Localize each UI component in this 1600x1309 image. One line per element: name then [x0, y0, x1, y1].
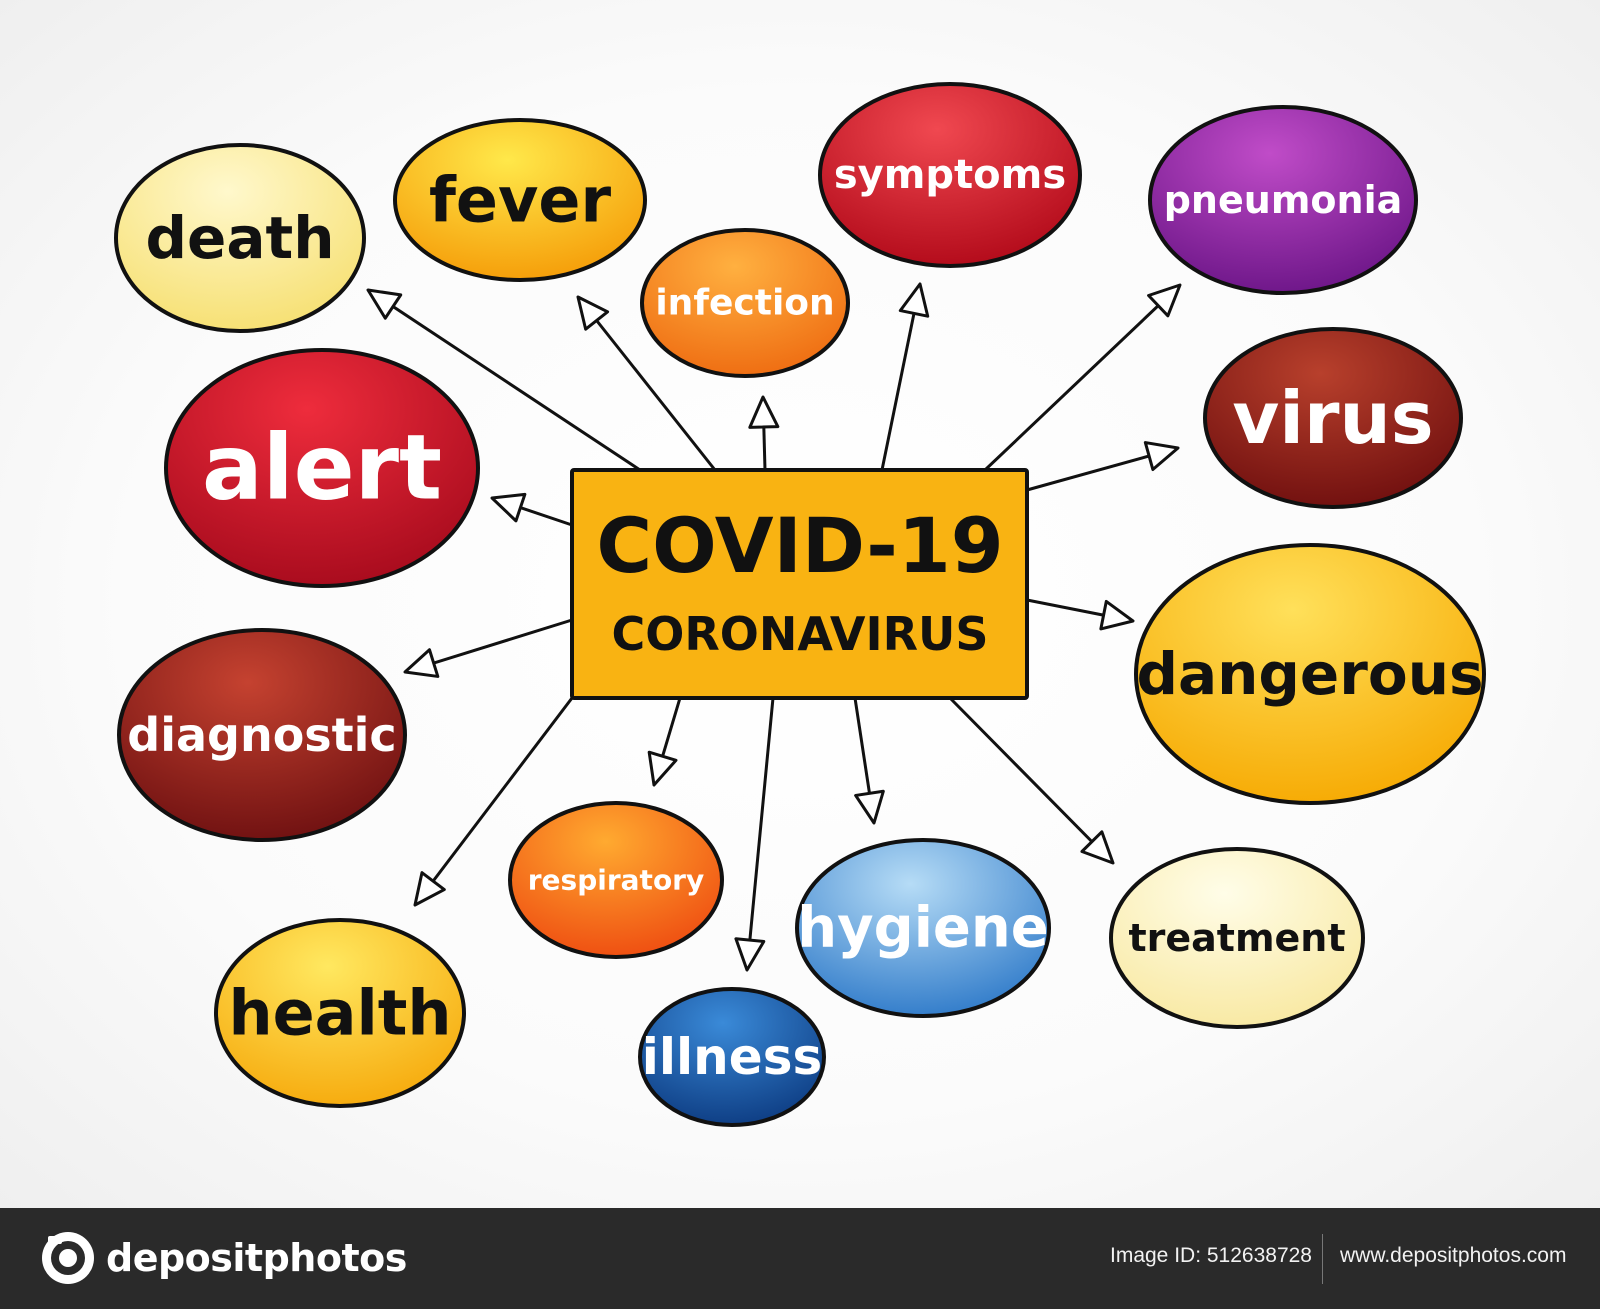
arrow-to-hygiene	[853, 697, 885, 825]
node-dangerous: dangerous	[1134, 543, 1486, 805]
arrowhead-diagnostic	[403, 648, 440, 678]
node-bubble-pneumonia	[1148, 105, 1418, 295]
mind-map-diagram: death fever symptoms pneumonia infection aler…	[114, 82, 1486, 1127]
center-title: COVID-19	[596, 501, 1003, 590]
node-bubble-respiratory	[508, 801, 724, 959]
node-bubble-diagnostic	[117, 628, 407, 842]
node-label-fever: fever	[429, 164, 611, 237]
node-bubble-infection	[640, 228, 850, 378]
node-label-health: health	[228, 977, 451, 1050]
node-hygiene: hygiene	[795, 838, 1051, 1018]
arrow-to-fever	[576, 295, 717, 471]
arrowhead-treatment	[1080, 830, 1115, 865]
arrow-to-illness	[734, 697, 775, 972]
node-bubble-death	[114, 143, 366, 333]
camera-aperture-icon	[42, 1232, 94, 1284]
node-label-death: death	[145, 204, 334, 272]
node-illness: illness	[638, 987, 826, 1127]
node-label-pneumonia: pneumonia	[1164, 178, 1403, 222]
node-bubble-dangerous	[1134, 543, 1486, 805]
node-fever: fever	[393, 118, 647, 282]
arrows-layer	[366, 282, 1182, 972]
arrow-to-respiratory	[647, 697, 682, 787]
node-health: health	[214, 918, 466, 1108]
node-label-respiratory: respiratory	[528, 864, 705, 897]
node-bubble-alert	[164, 348, 480, 588]
arrow-to-pneumonia	[983, 283, 1182, 472]
arrow-line-pneumonia	[983, 283, 1182, 472]
footer-bar: depositphotos Image ID: 512638728 www.de…	[0, 1208, 1600, 1309]
node-bubble-hygiene	[795, 838, 1051, 1018]
arrow-line-illness	[745, 697, 775, 971]
center-box	[570, 468, 1029, 700]
node-bubble-virus	[1203, 327, 1463, 509]
node-bubble-health	[214, 918, 466, 1108]
arrow-to-virus	[1026, 441, 1180, 492]
brand-logo[interactable]: depositphotos	[40, 1230, 407, 1286]
brand-name: depositphotos	[106, 1236, 407, 1280]
image-id-text: Image ID: 512638728	[1110, 1244, 1312, 1267]
arrowhead-symptoms	[898, 282, 930, 318]
arrowhead-illness	[734, 937, 766, 972]
node-pneumonia: pneumonia	[1148, 105, 1418, 295]
arrow-to-health	[413, 697, 574, 907]
arrowhead-infection	[748, 395, 780, 429]
arrowhead-dangerous	[1099, 599, 1135, 631]
arrowhead-virus	[1143, 441, 1180, 472]
node-label-alert: alert	[202, 416, 442, 521]
node-diagnostic: diagnostic	[117, 628, 407, 842]
arrowhead-fever	[576, 295, 610, 331]
node-bubble-illness	[638, 987, 826, 1127]
center-node: COVID-19 CORONAVIRUS	[570, 468, 1029, 700]
arrow-to-diagnostic	[403, 618, 573, 678]
node-label-dangerous: dangerous	[1136, 640, 1483, 708]
node-label-treatment: treatment	[1128, 916, 1345, 960]
node-respiratory: respiratory	[508, 801, 724, 959]
node-label-hygiene: hygiene	[797, 896, 1048, 961]
arrow-line-treatment	[948, 696, 1115, 865]
arrow-line-death	[367, 288, 641, 472]
node-infection: infection	[640, 228, 850, 378]
node-label-diagnostic: diagnostic	[127, 708, 396, 762]
node-bubble-treatment	[1109, 847, 1365, 1029]
node-death: death	[114, 143, 366, 333]
center-subtitle: CORONAVIRUS	[612, 607, 989, 661]
arrowhead-pneumonia	[1147, 283, 1182, 318]
nodes-layer: death fever symptoms pneumonia infection aler…	[114, 82, 1486, 1127]
arrow-to-treatment	[948, 696, 1115, 865]
arrowhead-health	[413, 871, 446, 907]
arrow-to-death	[366, 288, 641, 472]
node-label-illness: illness	[642, 1028, 822, 1086]
node-treatment: treatment	[1109, 847, 1365, 1029]
node-virus: virus	[1203, 327, 1463, 509]
arrow-line-symptoms	[880, 283, 922, 471]
arrowhead-death	[366, 288, 403, 320]
arrowhead-hygiene	[854, 789, 885, 825]
arrow-line-fever	[576, 296, 717, 471]
arrow-to-symptoms	[880, 282, 930, 471]
arrow-to-alert	[490, 492, 573, 527]
site-url[interactable]: www.depositphotos.com	[1340, 1244, 1567, 1267]
node-label-infection: infection	[655, 283, 834, 324]
node-label-virus: virus	[1232, 376, 1433, 460]
node-alert: alert	[164, 348, 480, 588]
node-bubble-fever	[393, 118, 647, 282]
arrow-to-dangerous	[1026, 598, 1135, 631]
arrow-to-infection	[748, 395, 780, 471]
arrow-line-health	[413, 697, 574, 906]
node-symptoms: symptoms	[818, 82, 1082, 268]
arrowhead-alert	[490, 492, 527, 523]
footer-divider	[1322, 1234, 1323, 1284]
node-bubble-symptoms	[818, 82, 1082, 268]
mind-map-canvas: death fever symptoms pneumonia infection aler…	[0, 0, 1600, 1208]
arrowhead-respiratory	[647, 750, 678, 787]
node-label-symptoms: symptoms	[834, 152, 1066, 198]
